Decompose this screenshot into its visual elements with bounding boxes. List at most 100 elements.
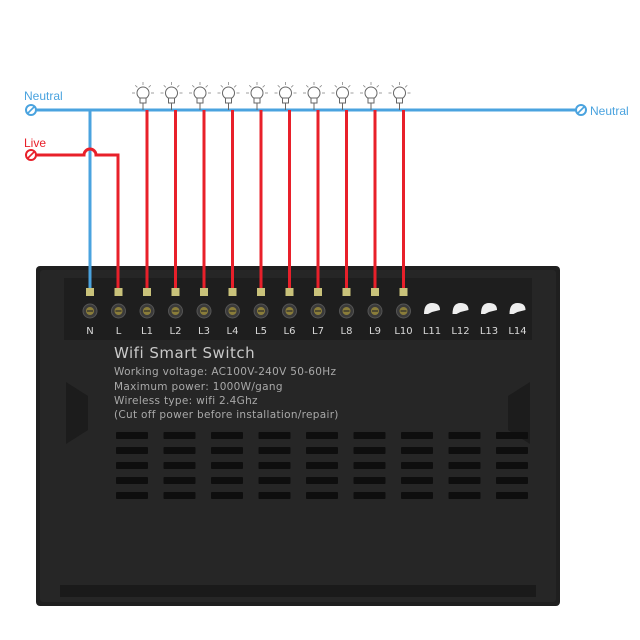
vent-slot: [258, 477, 291, 484]
terminal-label: L3: [198, 326, 210, 337]
vent-slot: [211, 477, 243, 484]
vent-slot: [163, 477, 196, 484]
vent-slot: [211, 447, 243, 454]
vent-slot: [258, 462, 291, 469]
terminal-l: L: [111, 288, 126, 337]
vent-slot: [353, 447, 386, 454]
terminal-label: L9: [369, 326, 381, 337]
terminal-l3: L3: [196, 288, 212, 337]
light-bulb-icon: [388, 82, 411, 110]
light-bulb-icon: [160, 82, 183, 110]
light-bulb-icon: [331, 82, 354, 110]
light-bulb-icon: [360, 82, 382, 110]
neutral-right-label: Neutral: [590, 104, 629, 118]
vent-slot: [353, 492, 386, 499]
terminal-label: L12: [451, 326, 469, 337]
vent-slot: [306, 477, 338, 484]
light-bulb-icon: [303, 82, 325, 110]
vent-slot: [401, 477, 433, 484]
vent-slot: [448, 432, 481, 439]
spec-line: (Cut off power before installation/repai…: [114, 409, 339, 421]
live-wire: [25, 147, 120, 292]
terminal-l12: L12: [451, 303, 470, 337]
vent-slot: [353, 432, 386, 439]
vent-slot: [496, 462, 528, 469]
load-wires: [132, 82, 411, 292]
terminal-label: L14: [508, 326, 526, 337]
vent-slot: [448, 492, 481, 499]
live-label: Live: [24, 136, 46, 150]
light-bulb-icon: [189, 82, 211, 110]
terminal-l9: L9: [367, 288, 383, 337]
terminal-label: L11: [423, 326, 441, 337]
vent-slot: [306, 492, 338, 499]
terminal-label: L6: [284, 326, 296, 337]
vent-slot: [163, 447, 196, 454]
terminal-l4: L4: [225, 288, 240, 337]
vent-slot: [401, 432, 433, 439]
vent-slot: [448, 462, 481, 469]
light-bulb-icon: [246, 82, 268, 110]
terminal-label: N: [86, 326, 93, 337]
vent-slot: [496, 432, 528, 439]
terminal-block: N L L1 L2 L3 L4 L5 L6 L7 L8 L9 L10 L11 L12 L13 L14: [82, 288, 527, 337]
light-bulb-icon: [274, 82, 297, 110]
terminal-n: N: [82, 288, 98, 337]
vent-slot: [496, 477, 528, 484]
neutral-left-label: Neutral: [24, 89, 63, 103]
terminal-l2: L2: [168, 288, 183, 337]
vent-slot: [258, 432, 291, 439]
terminal-l1: L1: [139, 288, 155, 337]
light-bulb-icon: [132, 82, 154, 110]
vent-slot: [496, 447, 528, 454]
vent-slot: [116, 462, 148, 469]
terminal-l11: L11: [423, 303, 441, 337]
device-title: Wifi Smart Switch: [114, 344, 255, 362]
vent-slot: [258, 492, 291, 499]
vent-slot: [258, 447, 291, 454]
vent-slot: [306, 447, 338, 454]
vent-slot: [353, 462, 386, 469]
terminal-label: L13: [480, 326, 498, 337]
vent-slot: [211, 462, 243, 469]
terminal-label: L: [116, 326, 122, 337]
switch-body: [36, 266, 560, 606]
vent-slot: [116, 447, 148, 454]
terminal-l13: L13: [480, 303, 498, 337]
terminal-l7: L7: [310, 288, 326, 337]
vent-slot: [448, 477, 481, 484]
vent-slot: [116, 492, 148, 499]
terminal-label: L1: [141, 326, 153, 337]
terminal-label: L4: [227, 326, 239, 337]
vent-slot: [116, 432, 148, 439]
vent-slot: [211, 432, 243, 439]
vent-slot: [163, 462, 196, 469]
terminal-label: L5: [255, 326, 267, 337]
terminal-label: L8: [341, 326, 353, 337]
vent-slot: [353, 477, 386, 484]
spec-line: Wireless type: wifi 2.4Ghz: [114, 395, 258, 407]
light-bulb-icon: [217, 82, 240, 110]
terminal-l5: L5: [253, 288, 269, 337]
terminal-l8: L8: [339, 288, 354, 337]
ventilation-grille: [116, 432, 528, 499]
terminal-label: L10: [394, 326, 412, 337]
neutral-wires: [25, 104, 587, 292]
terminal-l6: L6: [282, 288, 297, 337]
vent-slot: [211, 492, 243, 499]
terminal-label: L7: [312, 326, 324, 337]
spec-line: Maximum power: 1000W/gang: [114, 381, 283, 393]
vent-slot: [401, 462, 433, 469]
vent-slot: [401, 447, 433, 454]
vent-slot: [306, 432, 338, 439]
vent-slot: [496, 492, 528, 499]
wire-end-circle-icon: [25, 149, 37, 161]
spec-line: Working voltage: AC100V-240V 50-60Hz: [114, 366, 336, 378]
vent-slot: [163, 432, 196, 439]
terminal-label: L2: [170, 326, 182, 337]
vent-slot: [116, 477, 148, 484]
vent-slot: [306, 462, 338, 469]
wire-end-circle-icon: [25, 104, 37, 116]
vent-slot: [163, 492, 196, 499]
